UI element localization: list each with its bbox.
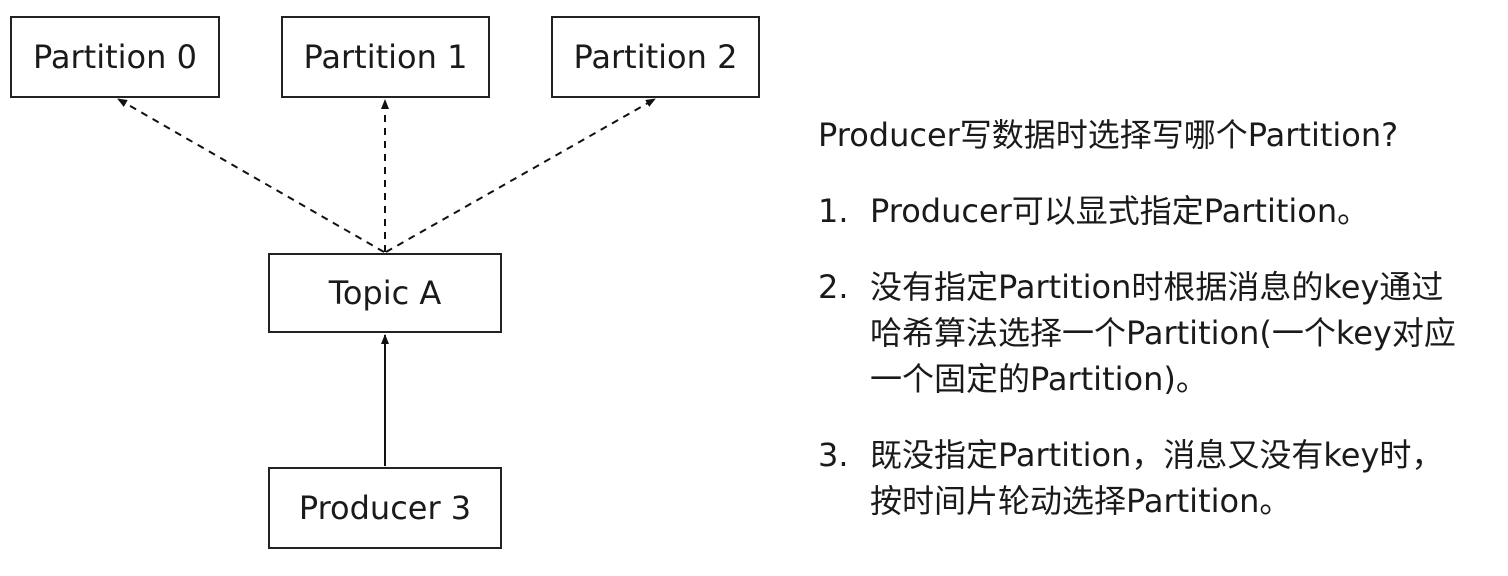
partition-0-box: Partition 0 — [10, 16, 220, 98]
producer-box: Producer 3 — [268, 467, 502, 549]
partition-1-box: Partition 1 — [281, 16, 490, 98]
arrow-topic-to-partition-2 — [385, 98, 656, 253]
list-item: 1. Producer可以显式指定Partition。 — [818, 188, 1498, 234]
arrow-topic-to-partition-0 — [117, 98, 385, 253]
list-item-number: 2. — [818, 268, 849, 306]
list-item-number: 1. — [818, 192, 849, 230]
list-item: 2. 没有指定Partition时根据消息的key通过 哈希算法选择一个Part… — [818, 264, 1498, 402]
question-heading: Producer写数据时选择写哪个Partition? — [818, 116, 1399, 154]
list-item-text: 没有指定Partition时根据消息的key通过 哈希算法选择一个Partiti… — [870, 268, 1456, 398]
topic-box: Topic A — [268, 253, 502, 333]
list-item: 3. 既没指定Partition，消息又没有key时， 按时间片轮动选择Part… — [818, 432, 1498, 524]
partition-2-box: Partition 2 — [551, 16, 760, 98]
list-item-text: 既没指定Partition，消息又没有key时， 按时间片轮动选择Partiti… — [870, 436, 1444, 520]
notes-panel: Producer写数据时选择写哪个Partition? 1. Producer可… — [818, 112, 1498, 554]
list-item-number: 3. — [818, 436, 849, 474]
list-item-text: Producer可以显式指定Partition。 — [870, 192, 1370, 230]
